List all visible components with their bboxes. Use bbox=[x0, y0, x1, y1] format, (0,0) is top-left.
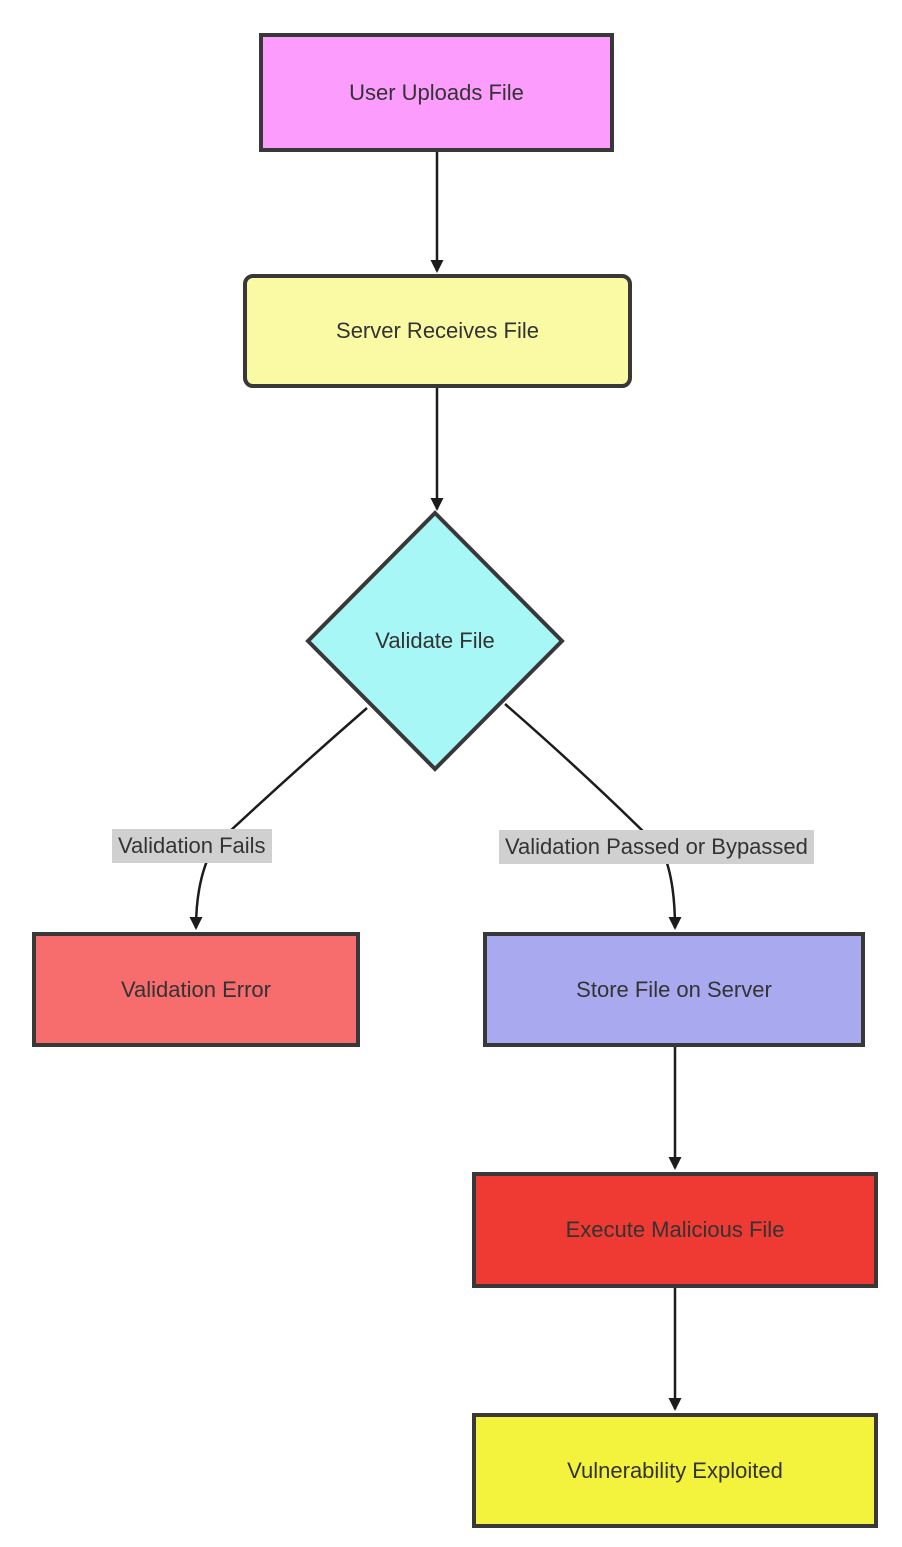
node-execute-malicious-file: Execute Malicious File bbox=[472, 1172, 878, 1288]
node-label: Store File on Server bbox=[576, 976, 772, 1002]
node-user-uploads-file: User Uploads File bbox=[259, 33, 614, 152]
node-vulnerability-exploited: Vulnerability Exploited bbox=[472, 1413, 878, 1528]
node-validation-error: Validation Error bbox=[32, 932, 360, 1047]
node-label: Vulnerability Exploited bbox=[567, 1457, 783, 1483]
node-label: Server Receives File bbox=[336, 318, 539, 343]
node-label: Validation Error bbox=[121, 976, 271, 1002]
edge-validate-to-store bbox=[504, 703, 682, 930]
edge-label-text: Validation Passed or Bypassed bbox=[505, 834, 808, 859]
node-label: Execute Malicious File bbox=[565, 1217, 785, 1242]
node-validate-file-label: Validate File bbox=[320, 619, 550, 663]
node-label: User Uploads File bbox=[349, 79, 524, 105]
edge-validate-to-error bbox=[189, 707, 368, 930]
node-server-receives-file: Server Receives File bbox=[243, 274, 632, 388]
decision-diamond-shape bbox=[305, 510, 565, 772]
edge-label-text: Validation Fails bbox=[118, 833, 266, 858]
edge-label-validation-passed: Validation Passed or Bypassed bbox=[499, 830, 814, 864]
node-store-file-on-server: Store File on Server bbox=[483, 932, 865, 1047]
edge-label-validation-fails: Validation Fails bbox=[112, 829, 272, 863]
node-label: Validate File bbox=[375, 628, 495, 653]
